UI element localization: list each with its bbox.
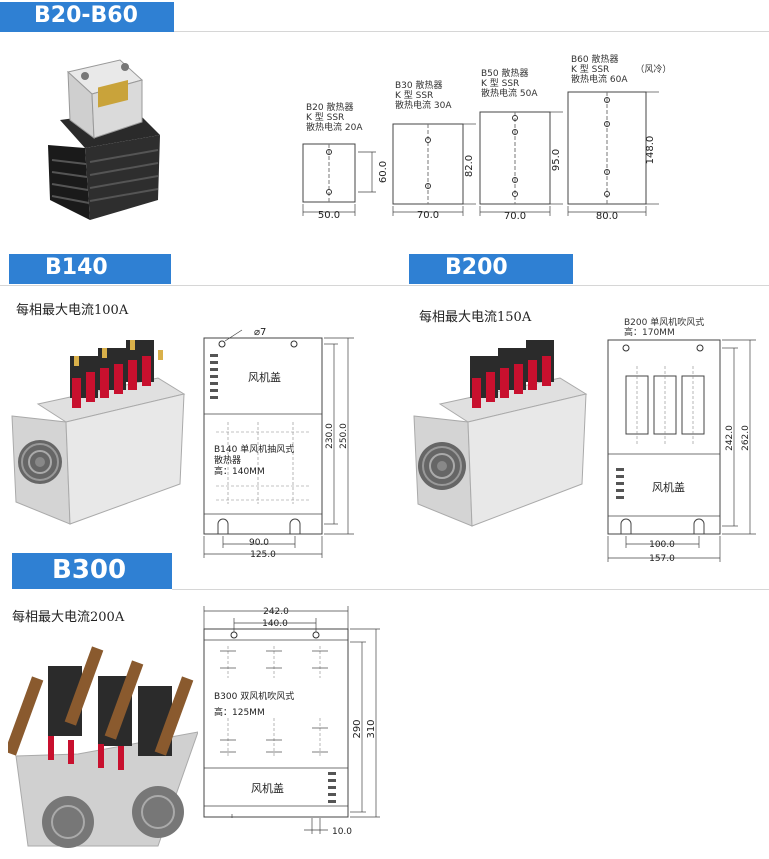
b140-width-outer: 125.0	[250, 550, 276, 560]
b300-max-current: 每相最大电流200A	[12, 610, 125, 625]
heatsink-label-line: 散热电流 20A	[306, 123, 363, 133]
section-header-b300: B300	[12, 553, 172, 589]
b50-width-dim: 70.0	[504, 211, 526, 222]
b20-product-image	[48, 59, 160, 220]
b140-height-outer: 250.0	[339, 423, 349, 449]
b300-width-outer: 242.0	[263, 607, 289, 617]
b300-width-inner: 140.0	[262, 619, 288, 629]
b300-height-outer: 310	[366, 719, 377, 738]
heatsink-label-line: B60 散热器	[571, 55, 619, 65]
b200-desc-line: 高：170MM	[624, 328, 675, 338]
b60-heatsink-label: B60 散热器 K 型 SSR （风冷） 散热电流 60A	[571, 55, 671, 85]
b300-desc: 高：125MM	[214, 706, 265, 718]
heatsink-label-line: 散热电流 60A	[571, 75, 628, 85]
divider	[0, 285, 769, 286]
heatsink-label-line: 散热电流 50A	[481, 89, 538, 99]
section-header-b140: B140	[9, 254, 171, 284]
b60-height-dim: 148.0	[645, 136, 656, 165]
heatsink-label-line: K 型 SSR	[571, 65, 610, 75]
heatsink-label-line: K 型 SSR	[395, 91, 434, 101]
b140-max-current: 每相最大电流100A	[16, 303, 129, 318]
b300-desc: B300 双风机吹风式	[214, 690, 294, 702]
b300-fan-cover: 风机盖	[251, 781, 284, 795]
b300-height-inner: 290	[352, 719, 363, 738]
b60-heatsink-drawing: 148.0 80.0	[567, 91, 659, 222]
b20-heatsink-label: B20 散热器 K 型 SSR 散热电流 20A	[306, 103, 362, 133]
b300-slot-dim: 10.0	[332, 827, 352, 837]
b140-desc: 高：140MM	[214, 465, 265, 477]
b50-heatsink-label: B50 散热器 K 型 SSR 散热电流 50A	[481, 69, 537, 99]
b200-product-image	[413, 340, 588, 527]
b20-heatsink-drawing: 60.0 50.0	[302, 143, 389, 221]
heatsink-label-line: K 型 SSR	[306, 113, 345, 123]
b30-heatsink-drawing: 82.0 70.0	[392, 123, 476, 221]
heatsink-label-line: K 型 SSR	[481, 79, 520, 89]
b200-fan-cover: 风机盖	[652, 480, 685, 494]
heatsink-label-line: 散热电流 30A	[395, 101, 452, 111]
b50-heatsink-drawing: 95.0 70.0	[479, 111, 563, 222]
b50-height-dim: 95.0	[551, 149, 562, 171]
b140-dimension-drawing: ⌀7 风机盖 B140 单风机抽风式 散热器 高：140MM 230.0 250…	[203, 327, 354, 560]
b60-width-dim: 80.0	[596, 211, 618, 222]
b200-height-outer: 262.0	[741, 425, 751, 451]
b140-product-image	[11, 340, 186, 525]
section-title-b20-b60: B20-B60	[34, 3, 138, 28]
heatsink-label-line: B30 散热器	[395, 81, 443, 91]
b200-width-inner: 100.0	[649, 540, 675, 550]
b200-width-outer: 157.0	[649, 554, 675, 564]
b200-desc: B200 单风机吹风式 高：170MM	[624, 318, 704, 338]
divider	[174, 31, 769, 32]
b200-height-inner: 242.0	[725, 425, 735, 451]
section-title-b200: B200	[445, 255, 508, 280]
heatsink-label-line: B20 散热器	[306, 103, 354, 113]
b200-desc-line: B200 单风机吹风式	[624, 318, 705, 328]
b140-fan-cover: 风机盖	[248, 370, 281, 384]
section-header-b200: B200	[409, 254, 573, 284]
b140-desc: 散热器	[214, 454, 241, 466]
heatsink-cooling-note: （风冷）	[635, 65, 672, 75]
b200-max-current: 每相最大电流150A	[419, 310, 532, 325]
section-title-b300: B300	[52, 555, 127, 585]
b140-width-inner: 90.0	[249, 538, 269, 548]
b300-product-image	[8, 646, 198, 848]
heatsink-label-line: B50 散热器	[481, 69, 529, 79]
b300-dimension-drawing: 242.0 140.0 B300 双风机吹风式 高：125MM 风机盖 290 …	[203, 606, 380, 837]
b30-width-dim: 70.0	[417, 210, 439, 221]
b140-height-inner: 230.0	[325, 423, 335, 449]
section-header-b20-b60: B20-B60	[0, 2, 174, 32]
b20-height-dim: 60.0	[378, 161, 389, 183]
b140-desc: B140 单风机抽风式	[214, 443, 294, 455]
b30-height-dim: 82.0	[464, 155, 475, 177]
section-title-b140: B140	[45, 255, 108, 280]
divider	[172, 589, 769, 590]
b20-width-dim: 50.0	[318, 210, 340, 221]
b200-dimension-drawing: 风机盖 242.0 262.0 100.0 157.0	[607, 339, 756, 564]
b140-hole-dim: ⌀7	[254, 327, 266, 338]
b30-heatsink-label: B30 散热器 K 型 SSR 散热电流 30A	[395, 81, 451, 111]
